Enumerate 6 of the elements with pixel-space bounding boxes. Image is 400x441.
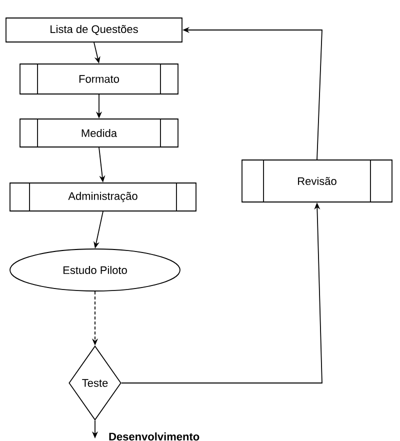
edge-label: Desenvolvimento	[109, 432, 200, 440]
process-box: Lista de Questões	[6, 18, 182, 42]
predefined-process-box: Formato	[20, 63, 178, 95]
predefined-process-box: Medida	[20, 118, 178, 148]
predefined-process-box: Administração	[10, 182, 196, 212]
predefined-process-box: Revisão	[242, 159, 392, 203]
